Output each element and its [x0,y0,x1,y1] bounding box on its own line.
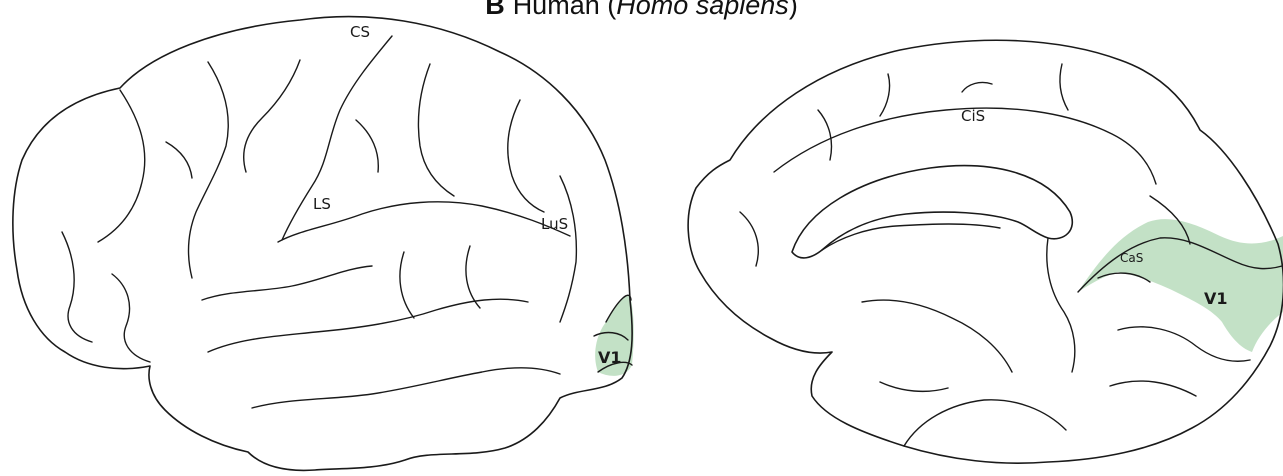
sulcus [418,64,454,196]
label-cis: CiS [961,107,985,125]
sulcus [904,400,1066,446]
lunate-sulcus [560,176,576,322]
label-cs: CS [350,23,370,41]
sulcus [1110,381,1196,396]
sulcus [508,100,544,212]
sulcus [166,142,192,178]
brainstem-contour [1047,238,1075,372]
sulcus [466,246,480,308]
sulcus [252,368,560,408]
sulcus [400,252,414,318]
medial-view: CiS CaS V1 [688,40,1283,463]
label-v1-medial: V1 [1204,289,1228,308]
label-cas: CaS [1120,251,1143,265]
sulcus [818,110,832,160]
sulcus [356,120,378,172]
label-lus: LuS [541,215,568,233]
sulcus [112,274,150,362]
sulcus [862,300,1012,372]
sulcus [189,62,229,278]
sulcus [962,82,992,92]
sulcus [202,266,372,300]
label-ls: LS [313,195,331,213]
sulcus [98,90,145,242]
sulcus [880,382,948,391]
sulcus [62,232,92,342]
label-v1-lateral: V1 [598,348,622,367]
sulcus [244,60,300,172]
sulcus [1060,64,1068,110]
corpus-callosum [792,166,1072,258]
sulcus [740,212,758,266]
lateral-brain-outline [13,17,632,471]
lateral-view: CS LS LuS V1 [13,17,634,471]
corpus-callosum-inner [822,224,1000,250]
sulcus [880,74,890,116]
